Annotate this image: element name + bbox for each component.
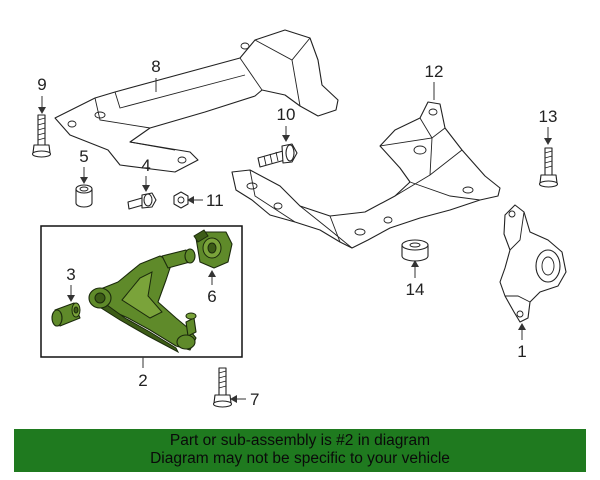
callout-2: 2 — [138, 371, 147, 390]
bolt-part-9[interactable] — [31, 114, 52, 158]
subframe-part-12[interactable] — [231, 101, 501, 249]
mount-part-14[interactable] — [401, 239, 429, 262]
callout-12: 12 — [425, 62, 444, 81]
nut-part-11[interactable] — [173, 191, 189, 209]
callout-11: 11 — [206, 191, 224, 210]
callout-4: 4 — [141, 156, 150, 175]
callout-7: 7 — [250, 390, 259, 409]
steering-knuckle-part-1[interactable] — [499, 204, 567, 323]
crossmember-part-8[interactable] — [54, 29, 339, 173]
banner-line-disclaimer: Diagram may not be specific to your vehi… — [150, 450, 450, 467]
bolt-part-13[interactable] — [538, 147, 559, 188]
callout-5: 5 — [79, 147, 88, 166]
diagram-notice-banner: Part or sub-assembly is #2 in diagram Di… — [14, 429, 586, 472]
callout-3: 3 — [66, 265, 75, 284]
callout-8: 8 — [151, 57, 160, 76]
callout-13: 13 — [539, 107, 558, 126]
exploded-parts-diagram: 1 2 3 4 5 6 7 8 9 10 11 12 13 14 — [31, 29, 567, 409]
banner-line-part-number: Part or sub-assembly is #2 in diagram — [169, 432, 431, 449]
lower-control-arm-part-2[interactable] — [88, 248, 197, 354]
bolt-part-4[interactable] — [127, 192, 157, 210]
callout-14: 14 — [406, 280, 425, 299]
callout-6: 6 — [207, 287, 216, 306]
bushing-part-5[interactable] — [75, 184, 93, 208]
leader-lines — [38, 78, 552, 403]
callout-9: 9 — [37, 75, 46, 94]
bushing-part-3[interactable] — [51, 302, 81, 327]
bolt-part-10[interactable] — [257, 143, 298, 168]
callout-10: 10 — [277, 105, 296, 124]
bushing-part-6[interactable] — [193, 229, 233, 269]
bolt-part-7[interactable] — [212, 367, 233, 408]
callout-1: 1 — [517, 342, 526, 361]
part-2-highlight-box — [40, 225, 243, 358]
